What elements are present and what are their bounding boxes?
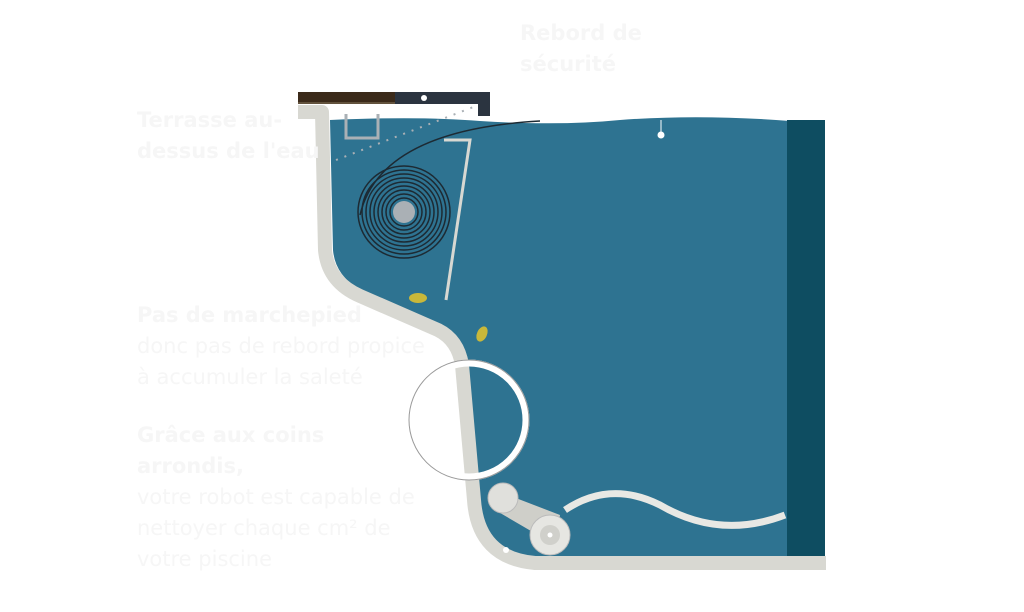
- rounded-corner-magnifier: [408, 359, 530, 481]
- cover-roll: [357, 165, 451, 259]
- corner-dot: [503, 547, 509, 553]
- cover-bracket: [344, 114, 380, 140]
- terrace-wood: [298, 92, 395, 104]
- water-level-dot: [657, 131, 665, 139]
- label-terrace: Terrasse au-dessus de l'eau: [137, 108, 320, 163]
- leaf-icon: [476, 326, 488, 342]
- label-no-step-title: Pas de marchepied: [137, 303, 362, 327]
- safety-ledge-deck: [395, 92, 490, 104]
- deck-edge: [478, 92, 490, 116]
- cover-roll-axle: [393, 201, 415, 223]
- label-rounded-body: votre robot est capable de nettoyer chaq…: [137, 485, 415, 571]
- pool-robot: [487, 482, 571, 556]
- cover-support-rod: [444, 138, 472, 301]
- pool-water: [330, 117, 790, 557]
- label-no-step-body: donc pas de rebord propice à accumuler l…: [137, 334, 425, 389]
- pool-liner-wall: [298, 105, 826, 570]
- pool-wall-right: [787, 120, 825, 557]
- deck-pointer-dot: [421, 95, 427, 101]
- label-safety-ledge: Rebord de sécurité: [520, 21, 642, 76]
- cover-sheet: [359, 120, 541, 216]
- magnifier-outline: [408, 359, 530, 481]
- label-rounded-title: Grâce aux coins arrondis,: [137, 423, 325, 478]
- robot-hose: [563, 490, 787, 529]
- leaf-icon: [409, 293, 427, 303]
